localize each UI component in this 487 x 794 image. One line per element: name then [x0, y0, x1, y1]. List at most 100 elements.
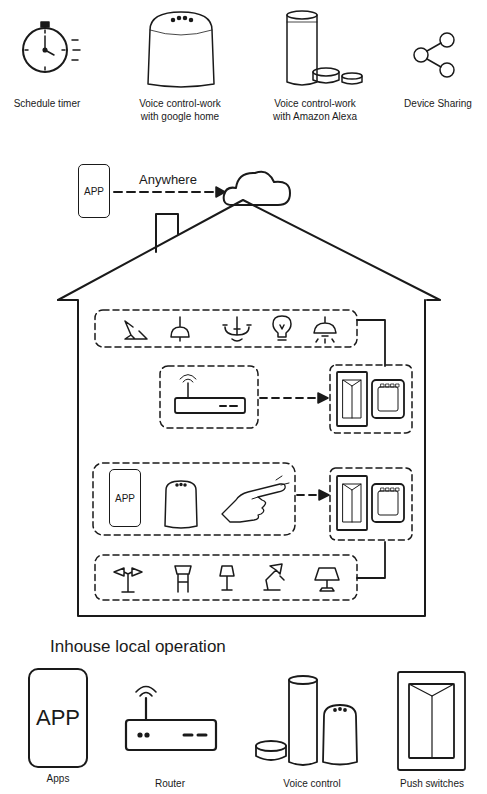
smart-switch-icon	[391, 488, 394, 491]
lamp-icon	[114, 564, 339, 592]
share-icon	[414, 33, 454, 77]
lamp-icon	[114, 568, 142, 592]
smart-switch-icon	[391, 384, 394, 387]
router-group	[183, 379, 193, 382]
control-group	[176, 484, 178, 486]
device-label: Apps	[47, 773, 70, 784]
control-group	[93, 463, 295, 535]
lamp-icon	[114, 568, 142, 592]
voice-devices-icon	[339, 708, 341, 710]
house-outline	[58, 200, 440, 616]
house-outline	[58, 200, 440, 300]
lamp-icon	[171, 317, 189, 341]
lamp-icon	[125, 316, 336, 343]
control-group	[252, 497, 258, 499]
push-switch-icon	[432, 684, 454, 696]
clock-icon	[25, 49, 28, 51]
router-group	[230, 405, 237, 407]
caption-label: Voice control-work with google home	[130, 97, 230, 123]
smart-switch-icon	[386, 488, 389, 491]
alexa-icon	[342, 73, 362, 79]
switch-group	[330, 468, 412, 540]
control-group	[276, 476, 289, 485]
clock-icon	[72, 59, 78, 61]
router-icon	[139, 734, 142, 737]
anywhere-arrow	[114, 187, 225, 197]
router-group	[318, 393, 328, 403]
alexa-icon	[287, 11, 317, 19]
lamp-icon	[220, 566, 234, 590]
lamp-icon	[264, 564, 284, 590]
voice-devices-icon	[334, 709, 336, 711]
smart-switch-icon	[378, 491, 398, 515]
load-wire	[357, 542, 385, 578]
smart-switch-icon	[343, 380, 361, 418]
caption-label: Voice control	[267, 777, 357, 790]
control-group	[180, 484, 182, 486]
app-label: APP	[36, 705, 80, 731]
control-group	[319, 490, 329, 500]
router-icon	[146, 734, 149, 737]
caption-label: Router	[130, 777, 210, 790]
google-home-icon	[148, 12, 214, 87]
clock-icon	[41, 22, 49, 27]
switch-group	[330, 365, 412, 433]
voice-devices-icon	[256, 746, 286, 760]
lamp-icon	[315, 568, 339, 591]
share-icon	[440, 63, 454, 77]
lamp-icon	[175, 566, 191, 592]
smart-switch-icon	[337, 476, 404, 530]
voice-devices-icon	[289, 676, 317, 684]
lamp-group	[95, 310, 357, 347]
router-group	[187, 383, 189, 398]
alexa-icon	[313, 68, 339, 76]
voice-devices-icon	[289, 680, 317, 765]
clock-icon	[43, 48, 47, 52]
share-icon	[427, 59, 441, 67]
voice-devices-icon	[344, 709, 346, 711]
smart-switch-icon	[396, 488, 399, 491]
lamp-group	[95, 555, 357, 600]
house-outline	[58, 300, 425, 616]
router-icon	[184, 734, 192, 737]
caption-label: Anywhere	[123, 172, 213, 188]
google-home-icon	[148, 12, 214, 87]
lamp-icon	[314, 317, 336, 343]
smart-switch-icon	[343, 380, 361, 418]
lamp-icon	[125, 321, 147, 339]
clock-icon	[23, 22, 80, 72]
alexa-icon	[287, 22, 317, 23]
caption-label: Schedule timer	[2, 97, 92, 110]
control-group	[222, 484, 285, 522]
share-icon	[427, 43, 441, 51]
router-icon	[145, 698, 147, 720]
switch-group	[330, 365, 412, 540]
control-group	[93, 463, 329, 535]
smart-switch-icon	[381, 488, 384, 491]
lamp-icon	[223, 317, 251, 341]
smart-switch-icon	[337, 476, 367, 530]
lamp-icon	[315, 568, 339, 591]
lamp-icon	[273, 316, 291, 340]
load-wire	[357, 320, 385, 366]
clock-icon	[44, 67, 46, 70]
lamp-group	[95, 310, 357, 600]
phone-screen: APP	[109, 469, 141, 527]
section-title: Inhouse local operation	[50, 637, 226, 657]
smart-switch-icon	[378, 387, 398, 411]
lamp-icon	[264, 564, 284, 590]
router-group	[160, 366, 258, 428]
google-home-icon	[178, 17, 181, 20]
router-icon	[140, 693, 152, 697]
push-switch-icon	[398, 672, 465, 770]
lamp-icon	[125, 321, 147, 339]
smart-switch-icon	[372, 484, 404, 522]
phone-screen: APPApps	[28, 668, 88, 768]
smart-switch-icon	[381, 384, 384, 387]
google-home-icon	[150, 30, 212, 35]
lamp-icon	[223, 317, 251, 341]
voice-devices-icon	[256, 676, 357, 765]
push-switch-icon	[409, 684, 432, 758]
share-icon	[440, 33, 454, 47]
router-group	[180, 375, 196, 380]
